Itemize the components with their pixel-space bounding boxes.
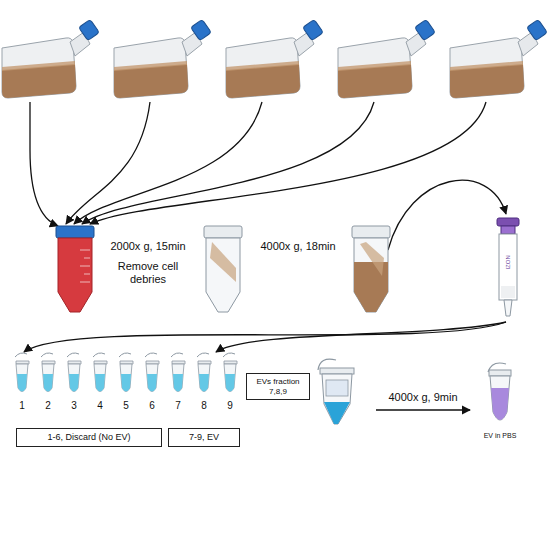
fraction-number: 4 bbox=[97, 400, 103, 412]
final-tube bbox=[488, 363, 511, 420]
sec-column bbox=[497, 218, 519, 316]
column-brand: IZON bbox=[505, 255, 512, 269]
falcon-tube-clear bbox=[204, 226, 242, 312]
fraction-number: 6 bbox=[149, 400, 155, 412]
step-label: 2000x g, 15min bbox=[110, 240, 185, 253]
group-box: 7-9, EV bbox=[168, 428, 240, 447]
product-label: EV in PBS bbox=[484, 432, 517, 440]
step-label: 4000x g, 18min bbox=[260, 240, 335, 253]
step-label: 4000x g, 9min bbox=[388, 391, 457, 404]
falcon-tube-red bbox=[56, 226, 94, 312]
fraction-number: 7 bbox=[175, 400, 181, 412]
box-body: 7,8,9 bbox=[252, 387, 304, 397]
fraction-number: 3 bbox=[71, 400, 77, 412]
fraction-number: 5 bbox=[123, 400, 129, 412]
concentrator-tube bbox=[318, 359, 354, 424]
fraction-box: EVs fraction7,8,9 bbox=[246, 373, 310, 400]
box-heading: EVs fraction bbox=[252, 377, 304, 387]
falcon-tube-brown bbox=[352, 226, 390, 312]
fraction-number: 9 bbox=[227, 400, 233, 412]
fraction-number: 8 bbox=[201, 400, 207, 412]
box-heading: 1-6, Discard (No EV) bbox=[22, 432, 156, 443]
group-box: 1-6, Discard (No EV) bbox=[16, 428, 162, 447]
fraction-number: 2 bbox=[45, 400, 51, 412]
fraction-number: 1 bbox=[19, 400, 25, 412]
box-heading: 7-9, EV bbox=[174, 432, 234, 443]
step-note: Remove cell debries bbox=[103, 260, 193, 285]
